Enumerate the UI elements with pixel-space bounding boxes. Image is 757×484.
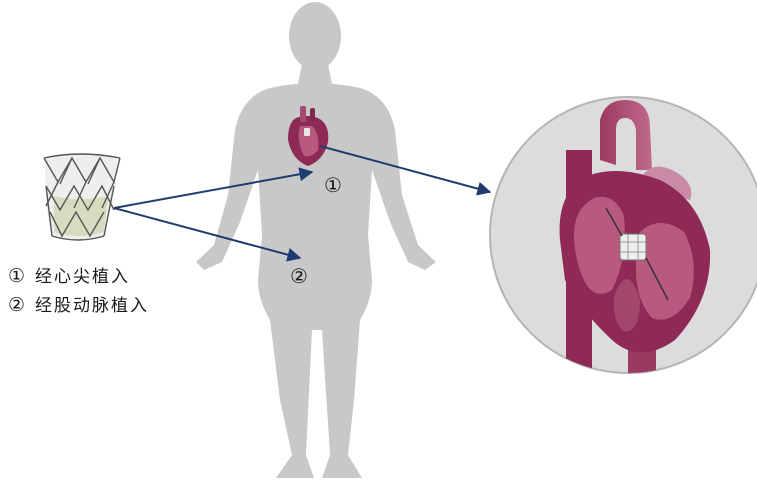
valve-stent-icon (44, 154, 120, 240)
legend: ① 经心尖植入 ② 经股动脉植入 (8, 262, 149, 320)
marker-route-2: ② (290, 264, 308, 288)
legend-text: 经心尖植入 (35, 267, 130, 287)
legend-symbol: ② (8, 294, 27, 316)
legend-item-route-2: ② 经股动脉植入 (8, 291, 149, 320)
legend-item-route-1: ① 经心尖植入 (8, 262, 149, 291)
legend-symbol: ① (8, 265, 27, 287)
heart-zoom-illustration (490, 97, 757, 390)
marker-route-1: ① (324, 173, 342, 197)
legend-text: 经股动脉植入 (35, 296, 149, 316)
